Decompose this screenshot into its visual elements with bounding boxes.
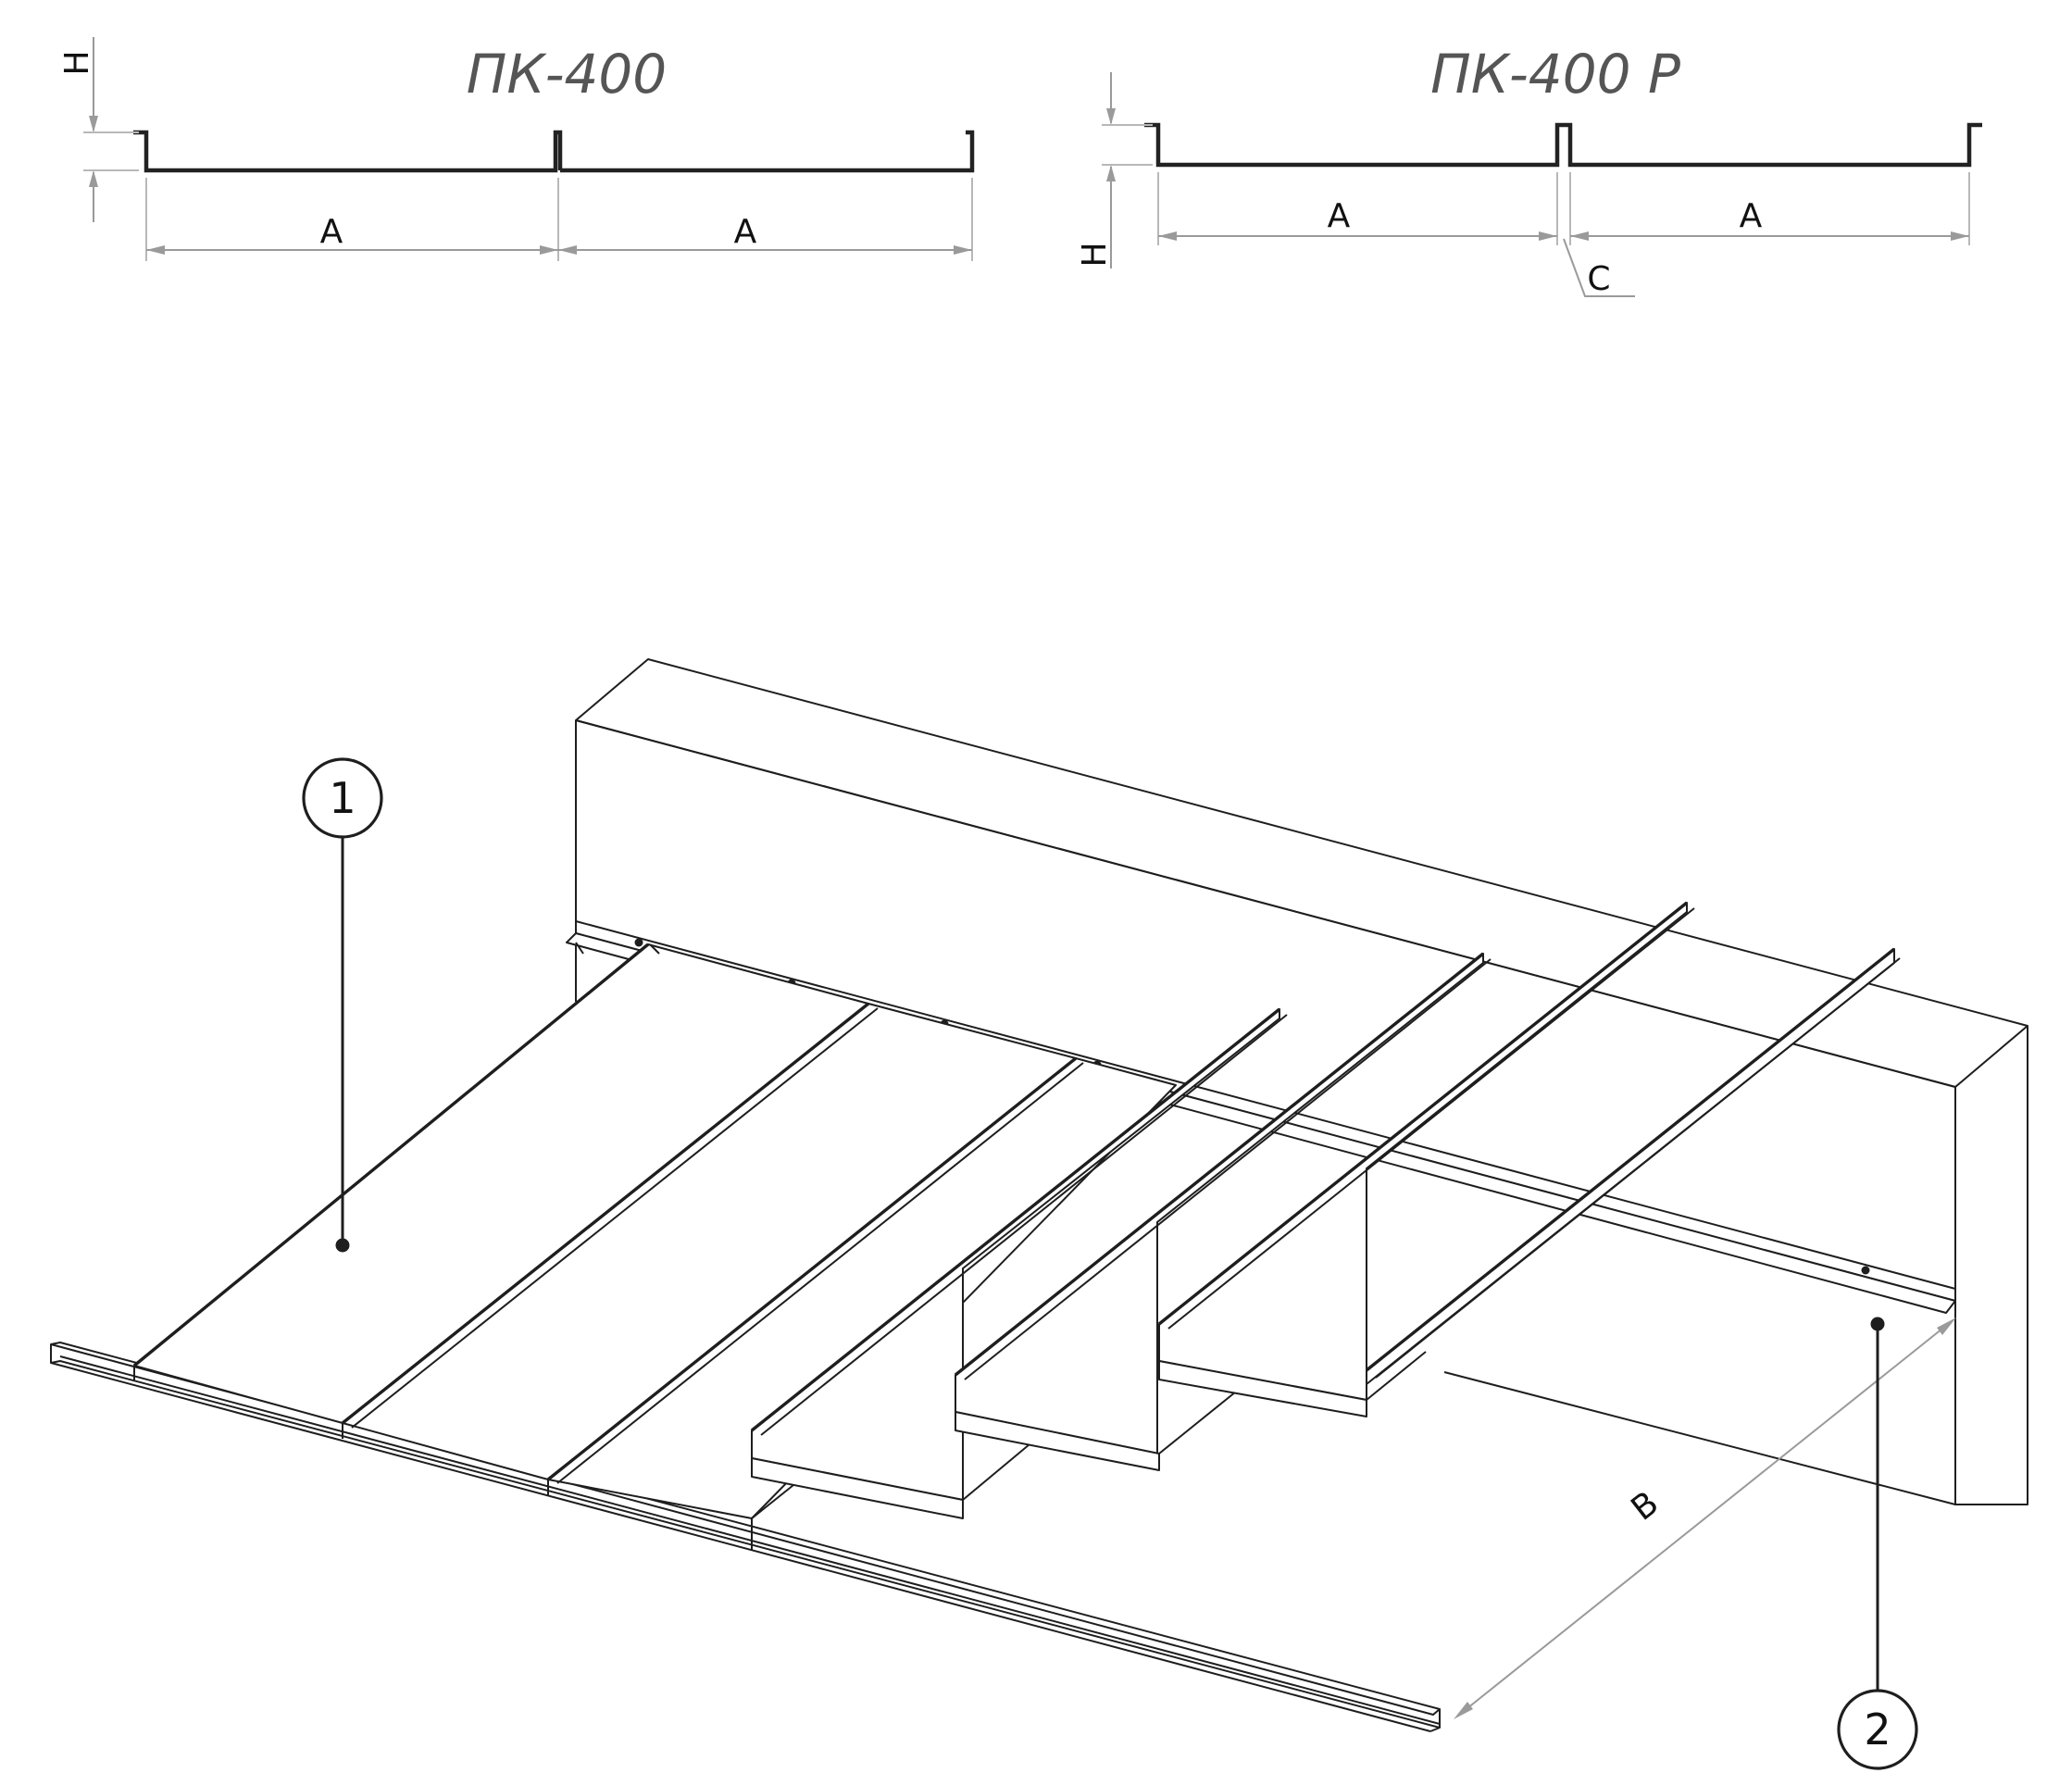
- callout-2-label: 2: [1864, 1704, 1891, 1754]
- profile-pk400p-height-dim: H: [1076, 72, 1153, 268]
- profile-pk400p-title: ПК-400 P: [1430, 43, 1680, 106]
- profile-pk400: ПК-400 H A A: [58, 37, 975, 261]
- isometric-assembly: B 1 2: [50, 658, 2028, 1770]
- profile-pk400-height-label: H: [58, 50, 96, 75]
- profile-pk400p-gap-label: C: [1587, 260, 1610, 298]
- installed-panels: [132, 943, 1177, 1551]
- callout-2: 2: [1837, 1317, 1918, 1770]
- callout-1: 1: [302, 757, 383, 1253]
- callout-1-label: 1: [329, 773, 356, 823]
- profile-pk400-width-label-2: A: [734, 213, 757, 251]
- profile-pk400p: ПК-400 P H A A C: [1076, 43, 1982, 298]
- lowering-panels: [750, 901, 1901, 1519]
- profile-pk400-height-dim: H: [58, 37, 139, 222]
- span-dimension: B: [1454, 1317, 1956, 1719]
- profile-pk400-width-label-1: A: [320, 213, 343, 251]
- profile-pk400p-height-label: H: [1076, 242, 1114, 267]
- profile-pk400p-width-dims: A A C: [1157, 172, 1970, 298]
- wall-block: [575, 658, 2028, 1505]
- profile-pk400p-width-label-1: A: [1328, 197, 1351, 235]
- profile-pk400p-outline: [1144, 122, 1982, 168]
- profile-pk400-outline: [133, 130, 975, 173]
- profile-pk400p-width-label-2: A: [1740, 197, 1763, 235]
- span-dimension-label: B: [1625, 1484, 1666, 1529]
- profile-pk400-width-dims: A A: [145, 178, 973, 261]
- profile-pk400-title: ПК-400: [467, 43, 667, 106]
